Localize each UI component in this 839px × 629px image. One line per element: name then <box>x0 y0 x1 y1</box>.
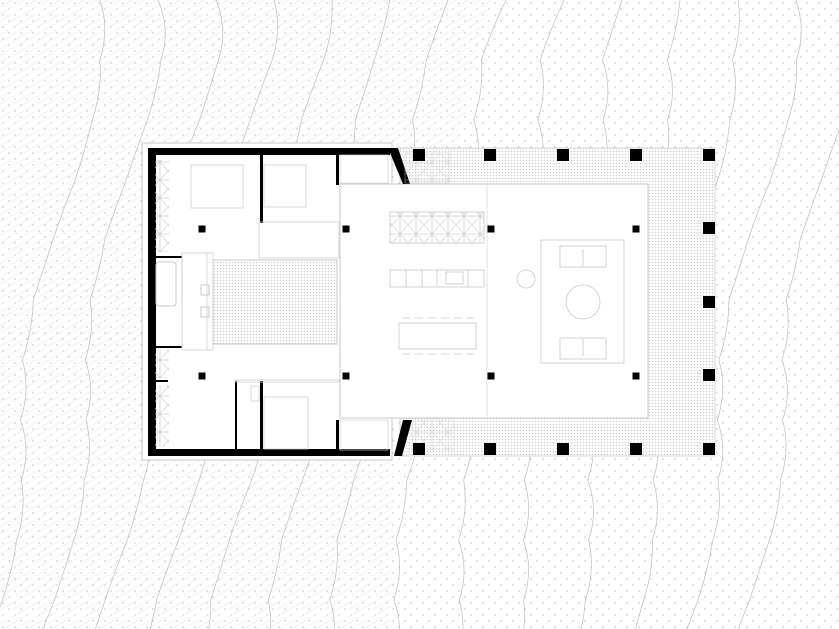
terrace-column <box>484 443 496 455</box>
interior-column <box>198 225 206 233</box>
partitions <box>181 221 340 383</box>
interior-column <box>198 372 206 380</box>
courtyard <box>212 259 338 345</box>
sofa <box>559 337 607 360</box>
beds <box>190 164 309 450</box>
terrace-column <box>630 443 642 455</box>
terrace-column <box>703 149 715 161</box>
chair <box>516 269 536 289</box>
closets <box>155 160 169 447</box>
bathtub <box>155 261 177 307</box>
kitchen-counter <box>389 211 485 244</box>
kitchen-island <box>389 269 485 288</box>
terrace-column <box>703 296 715 308</box>
sink <box>200 306 210 318</box>
interior-column <box>632 225 640 233</box>
terrace-column <box>413 149 425 161</box>
contour-line <box>737 128 839 629</box>
terrace-column <box>630 149 642 161</box>
contour-line <box>42 0 166 629</box>
rug <box>540 239 625 364</box>
interior-column <box>342 225 350 233</box>
contour-line <box>686 0 802 629</box>
terrace-column <box>703 443 715 455</box>
coffee-table <box>565 284 601 320</box>
columns <box>198 149 715 455</box>
sink <box>200 284 210 296</box>
terrace-column <box>703 222 715 234</box>
terrace-column <box>484 149 496 161</box>
interior-column <box>342 372 350 380</box>
interior-column <box>632 372 640 380</box>
living-room <box>339 183 649 419</box>
sofa <box>559 245 607 268</box>
terrace-column <box>557 443 569 455</box>
interior-walls <box>152 155 339 450</box>
terrace-column <box>413 443 425 455</box>
exterior-walls <box>148 148 412 456</box>
interior-column <box>487 372 495 380</box>
terrace-column <box>703 369 715 381</box>
interior-column <box>487 225 495 233</box>
terrace-column <box>557 149 569 161</box>
living-furniture <box>516 239 625 364</box>
dining-table <box>398 317 477 355</box>
contour-line <box>0 0 106 608</box>
